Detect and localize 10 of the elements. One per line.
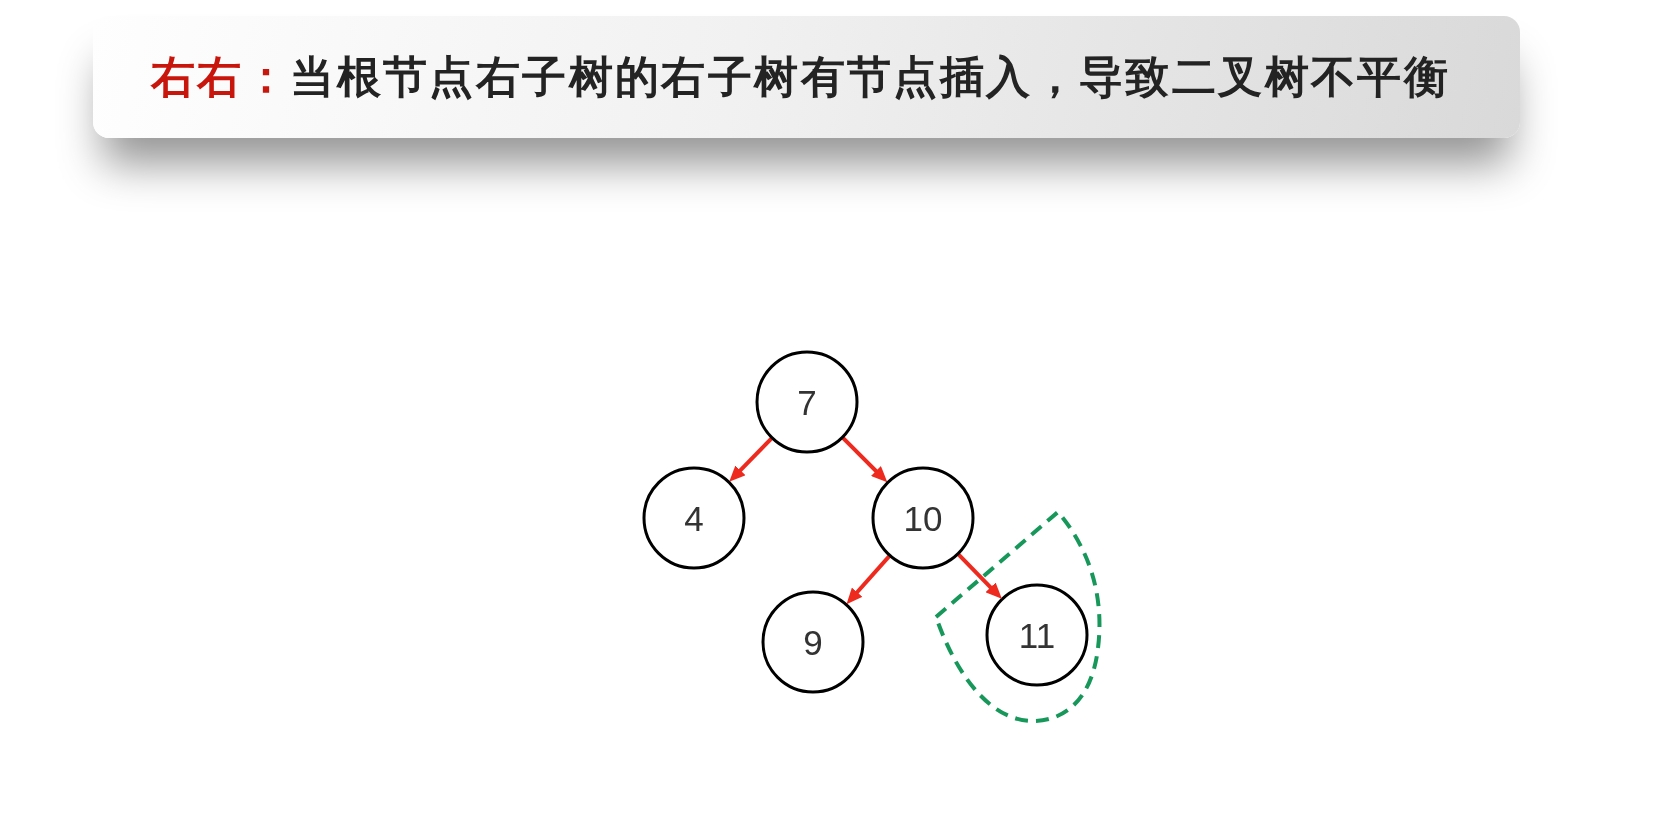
node-circle: 7 xyxy=(755,350,859,454)
arrow xyxy=(845,554,891,606)
title-banner: 右右：当根节点右子树的右子树有节点插入，导致二叉树不平衡 xyxy=(93,16,1520,138)
node-circle: 9 xyxy=(761,590,865,694)
node-circle: 10 xyxy=(871,466,975,570)
node-circle: 11 xyxy=(985,583,1089,687)
arrow xyxy=(727,436,774,484)
arrow xyxy=(956,552,1004,601)
arrow xyxy=(841,436,889,484)
node-circle: 4 xyxy=(642,466,746,570)
